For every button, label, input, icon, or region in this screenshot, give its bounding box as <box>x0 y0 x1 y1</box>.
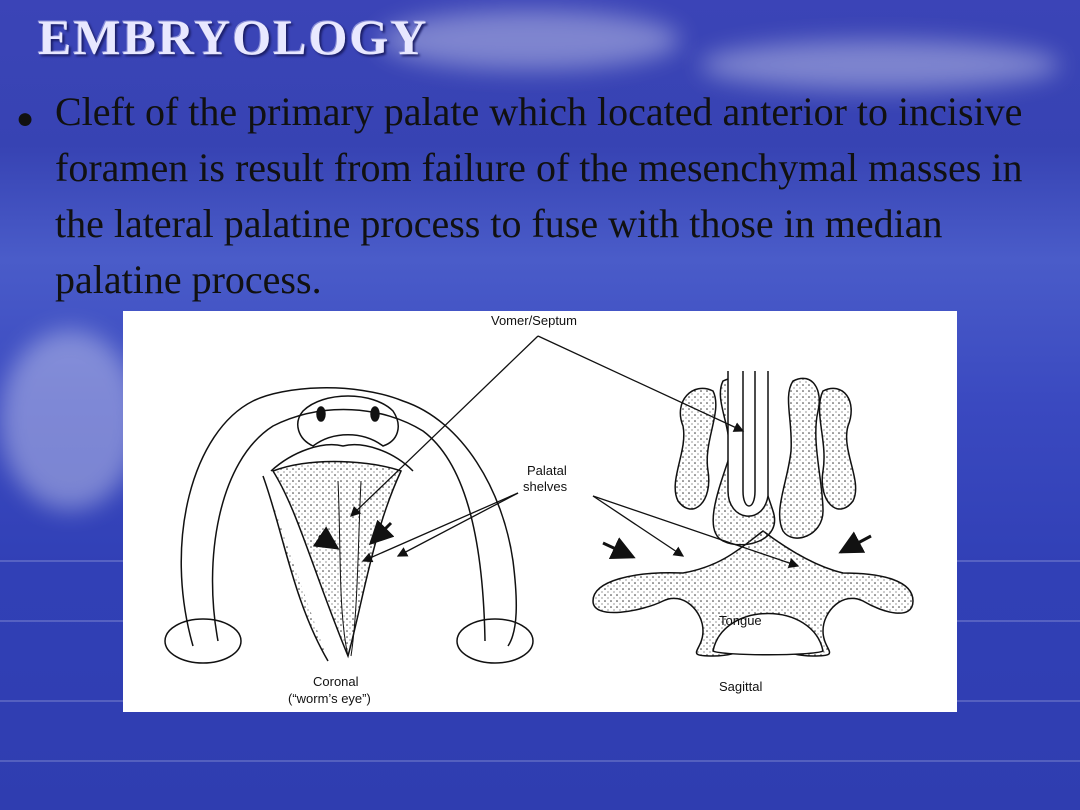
sagittal-view <box>592 371 914 657</box>
leader-lines <box>350 335 800 568</box>
bullet-marker: ● <box>16 102 35 135</box>
coronal-view <box>164 387 534 664</box>
label-worms-eye: (“worm’s eye”) <box>288 691 371 706</box>
cloud-decoration <box>700 40 1060 90</box>
label-sagittal: Sagittal <box>719 679 762 694</box>
palate-diagram: Vomer/Septum Palatal shelves Tongue Coro… <box>123 311 957 712</box>
bullet-text: Cleft of the primary palate which locate… <box>55 89 1023 302</box>
cloud-decoration <box>0 330 140 510</box>
label-vomer-septum: Vomer/Septum <box>491 313 577 328</box>
cloud-decoration <box>380 10 680 70</box>
label-shelves: shelves <box>523 479 568 494</box>
diagram-svg: Vomer/Septum Palatal shelves Tongue Coro… <box>164 313 914 706</box>
label-coronal: Coronal <box>313 674 359 689</box>
label-palatal: Palatal <box>527 463 567 478</box>
wave-line <box>0 760 1080 762</box>
slide-title: EMBRYOLOGY <box>38 9 429 65</box>
label-tongue: Tongue <box>719 613 762 628</box>
